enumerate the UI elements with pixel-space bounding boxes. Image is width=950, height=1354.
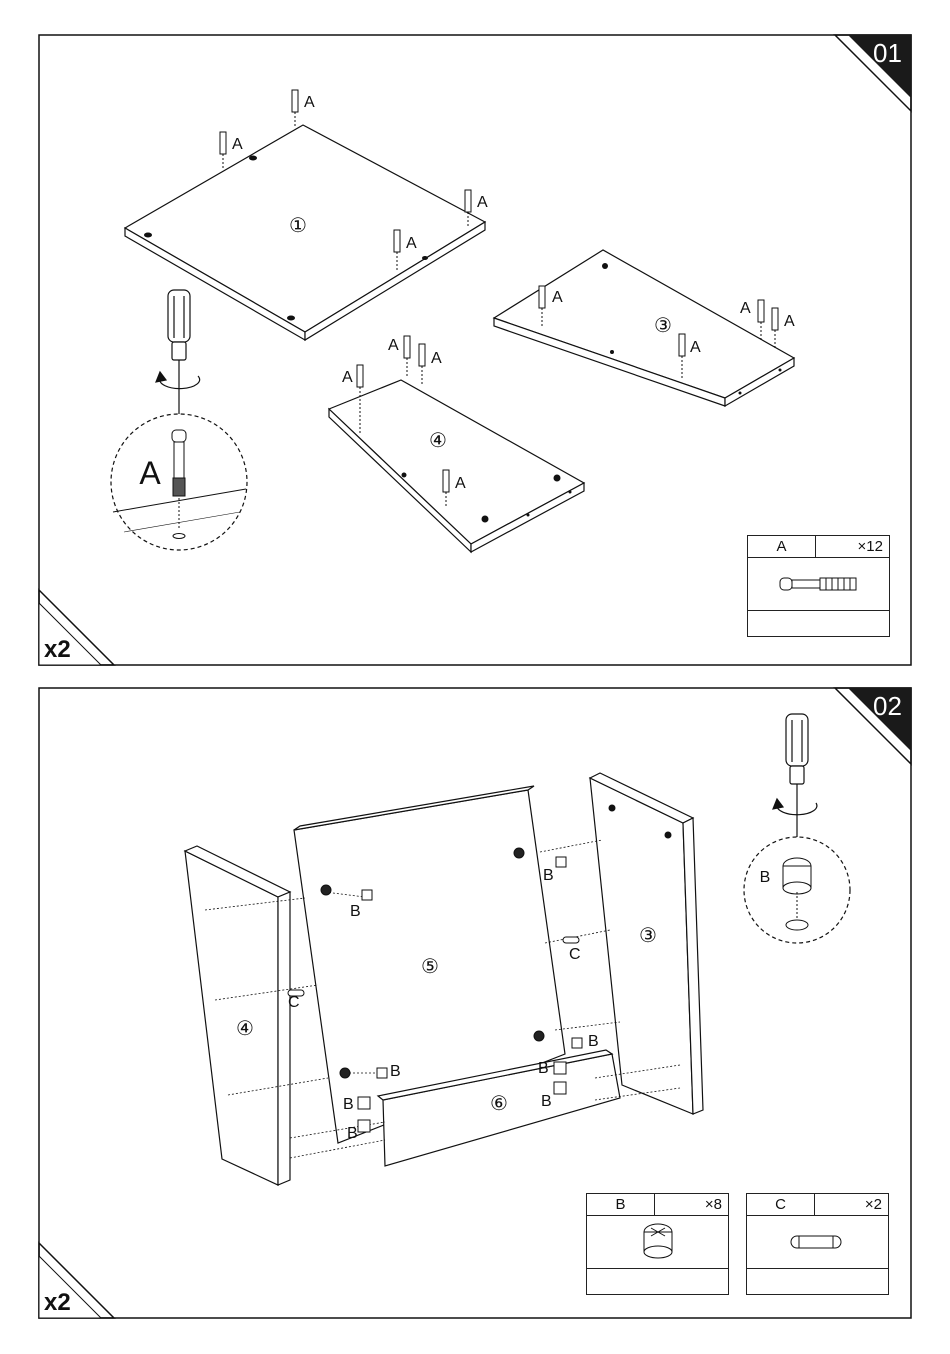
svg-text:B: B	[350, 903, 361, 920]
svg-text:A: A	[304, 94, 315, 111]
cam-bolt-icon	[419, 344, 425, 386]
panel-4-number: ④	[236, 1018, 254, 1040]
svg-text:A: A	[455, 475, 466, 492]
side-panel-4	[185, 846, 290, 1185]
panel-5-number: ⑤	[421, 956, 439, 978]
callout-letter: B	[760, 869, 771, 886]
step-number: 02	[873, 691, 902, 722]
svg-text:B: B	[347, 1125, 358, 1142]
step-number: 01	[873, 38, 902, 69]
part-quantity: ×8	[655, 1194, 728, 1215]
panel-4	[329, 380, 584, 552]
svg-text:B: B	[390, 1063, 401, 1080]
svg-text:A: A	[232, 136, 243, 153]
svg-text:B: B	[343, 1096, 354, 1113]
parts-table-c: C ×2	[746, 1193, 889, 1295]
svg-text:B: B	[588, 1033, 599, 1050]
cam-lock-icon	[554, 1082, 566, 1094]
parts-table-a: A ×12	[747, 535, 890, 637]
svg-text:A: A	[740, 300, 751, 317]
callout-letter: A	[139, 455, 161, 491]
screwdriver-icon	[156, 290, 200, 420]
cam-lock-icon	[587, 1216, 728, 1268]
wood-dowel-icon	[563, 937, 579, 943]
panel-3	[494, 250, 794, 406]
svg-text:C: C	[288, 994, 300, 1011]
cam-bolt-icon	[772, 308, 778, 350]
cam-bolt-icon	[404, 336, 410, 378]
cam-lock-icon	[554, 1062, 566, 1074]
cam-bolt-icon	[292, 90, 298, 128]
detail-callout-b	[744, 837, 850, 943]
part-quantity: ×2	[815, 1194, 888, 1215]
svg-text:A: A	[406, 235, 417, 252]
panel-3-number: ③	[639, 925, 657, 947]
svg-text:A: A	[477, 194, 488, 211]
multiplier: x2	[44, 1289, 71, 1317]
svg-text:A: A	[388, 337, 399, 354]
cam-lock-icon	[358, 1120, 370, 1132]
screwdriver-icon	[773, 714, 817, 845]
svg-text:A: A	[784, 313, 795, 330]
svg-text:C: C	[569, 946, 581, 963]
svg-text:A: A	[342, 369, 353, 386]
part-quantity: ×12	[816, 536, 889, 557]
svg-text:B: B	[543, 867, 554, 884]
cam-bolt-icon	[220, 132, 226, 170]
part-letter: A	[748, 536, 816, 557]
cam-bolt-icon	[758, 300, 764, 340]
svg-text:A: A	[690, 339, 701, 356]
svg-text:A: A	[552, 289, 563, 306]
detail-callout-a	[111, 414, 247, 550]
part-letter: C	[747, 1194, 815, 1215]
panel-4-number: ④	[429, 430, 447, 452]
svg-text:B: B	[541, 1093, 552, 1110]
panel-3-number: ③	[654, 315, 672, 337]
parts-table-b: B ×8	[586, 1193, 729, 1295]
multiplier: x2	[44, 636, 71, 664]
cam-bolt-icon	[748, 558, 889, 610]
panel-1-number: ①	[289, 215, 307, 237]
svg-text:B: B	[538, 1060, 549, 1077]
wood-dowel-icon	[747, 1216, 888, 1268]
cam-lock-icon	[358, 1097, 370, 1109]
part-letter: B	[587, 1194, 655, 1215]
svg-text:A: A	[431, 350, 442, 367]
panel-6-number: ⑥	[490, 1093, 508, 1115]
